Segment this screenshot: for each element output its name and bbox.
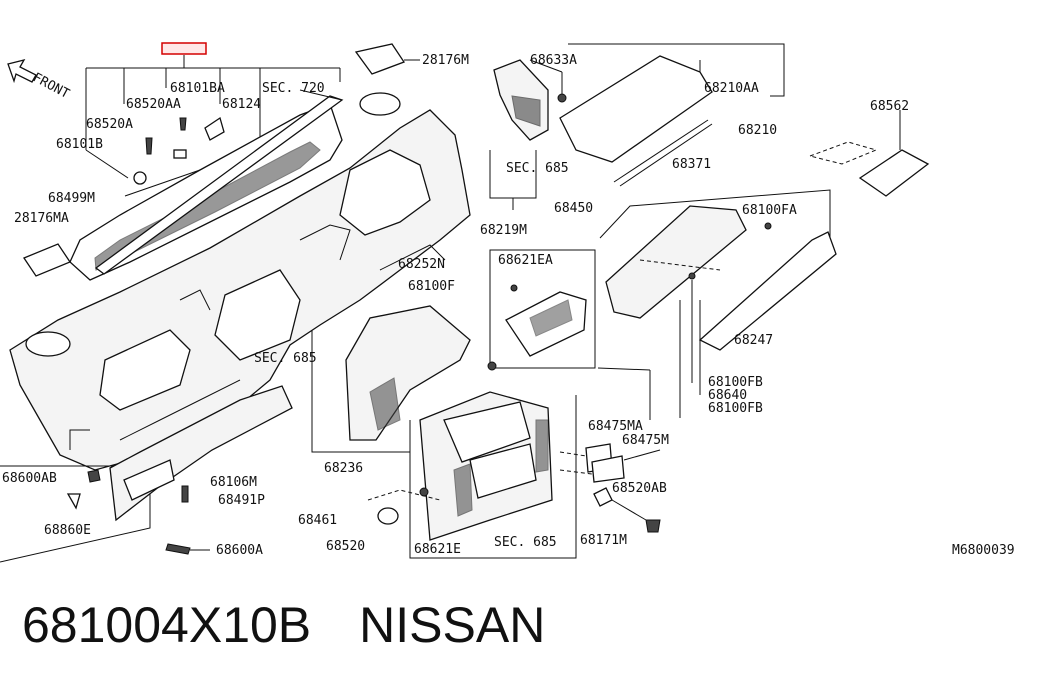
label-68101BA: 68101BA — [170, 81, 225, 96]
brand-name: NISSAN — [359, 597, 546, 653]
label-68100FB-2: 68100FB — [708, 401, 763, 416]
part-number: 681004X10B — [22, 597, 312, 653]
screw-68520AA-icon — [179, 117, 187, 131]
screw-68520A-icon — [145, 137, 153, 155]
caption: 681004X10B NISSAN — [22, 596, 545, 666]
bracket-68124-icon — [204, 116, 225, 141]
clip-68101B — [133, 171, 147, 185]
cover-28176M — [354, 43, 405, 75]
bolt-68600A-icon — [165, 543, 191, 555]
label-68252N: 68252N — [398, 257, 445, 272]
diagram-code: M6800039 — [952, 543, 1015, 558]
pad-68562 — [858, 149, 930, 197]
label-68100FB-1: 68100FB — [708, 375, 763, 390]
label-68101B: 68101B — [56, 137, 103, 152]
label-68621EA: 68621EA — [498, 253, 553, 268]
label-68499M: 68499M — [48, 191, 95, 206]
clip-68520AB — [593, 487, 613, 507]
front-arrow-icon — [7, 58, 37, 84]
switch-68475M — [591, 455, 625, 483]
label-68475MA: 68475MA — [588, 419, 643, 434]
label-68106M: 68106M — [210, 475, 257, 490]
label-68621E: 68621E — [414, 542, 461, 557]
label-68450: 68450 — [554, 201, 593, 216]
label-68236: 68236 — [324, 461, 363, 476]
label-68600A: 68600A — [216, 543, 263, 558]
part-labels: 68101BA SEC. 720 68520AA 68124 68520A 68… — [2, 53, 1015, 558]
label-68562: 68562 — [870, 99, 909, 114]
label-68520: 68520 — [326, 539, 365, 554]
label-68640: 68640 — [708, 388, 747, 403]
label-sec685-vent: SEC. 685 — [506, 161, 569, 176]
label-28176M: 28176M — [422, 53, 469, 68]
label-68100FA: 68100FA — [742, 203, 797, 218]
label-68247: 68247 — [734, 333, 773, 348]
clip-68101BA-icon — [173, 149, 187, 159]
cover-28176MA — [23, 243, 71, 277]
label-sec685-cluster: SEC. 685 — [254, 351, 317, 366]
label-68520AB: 68520AB — [612, 481, 667, 496]
label-68171M: 68171M — [580, 533, 627, 548]
label-68520AA: 68520AA — [126, 97, 181, 112]
plug-68461 — [377, 507, 399, 525]
label-68371: 68371 — [672, 157, 711, 172]
label-sec685-center: SEC. 685 — [494, 535, 557, 550]
label-68210AA: 68210AA — [704, 81, 759, 96]
label-68475M: 68475M — [622, 433, 669, 448]
leader-lines-top-left — [85, 55, 341, 197]
label-68219M: 68219M — [480, 223, 527, 238]
label-68600AB: 68600AB — [2, 471, 57, 486]
highlighted-part-marker[interactable] — [161, 42, 207, 55]
label-68124: 68124 — [222, 97, 261, 112]
parts-diagram: FRONT — [0, 42, 1015, 563]
glove-box-lid-68247 — [698, 231, 837, 351]
label-68860E: 68860E — [44, 523, 91, 538]
label-68461: 68461 — [298, 513, 337, 528]
glove-box-68450 — [605, 205, 747, 319]
label-68491P: 68491P — [218, 493, 265, 508]
screw-68171M-icon — [645, 519, 661, 533]
label-68633A: 68633A — [530, 53, 577, 68]
label-28176MA: 28176MA — [14, 211, 69, 226]
label-68210: 68210 — [738, 123, 777, 138]
front-label: FRONT — [30, 70, 72, 102]
label-68100F: 68100F — [408, 279, 455, 294]
lid-68210 — [559, 55, 713, 163]
label-sec720: SEC. 720 — [262, 81, 325, 96]
label-68520A: 68520A — [86, 117, 133, 132]
